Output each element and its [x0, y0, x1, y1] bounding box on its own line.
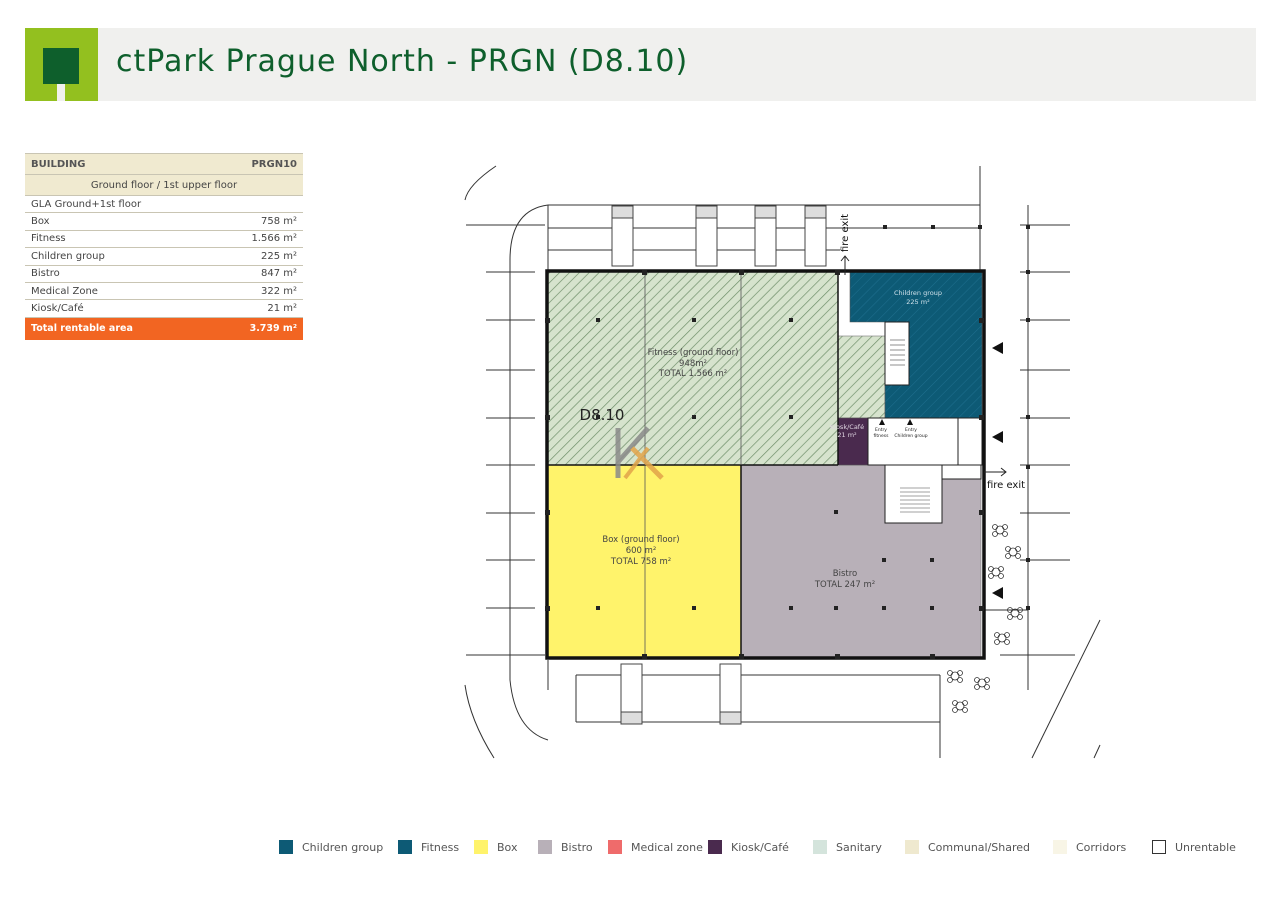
entry-fitness-label-1: Entry — [875, 427, 887, 433]
row-value: 847 m² — [260, 268, 297, 280]
legend-swatch — [708, 840, 722, 854]
legend-swatch — [538, 840, 552, 854]
legend-swatch — [279, 840, 293, 854]
legend-label: Unrentable — [1175, 840, 1236, 854]
row-value: 21 m² — [267, 303, 297, 315]
row-name: Bistro — [31, 268, 60, 280]
building-id-label: D8.10 — [580, 406, 625, 424]
table-header-row: BUILDING PRGN10 — [25, 153, 303, 175]
fitness-area — [547, 271, 839, 466]
entry-arrows — [879, 342, 1003, 599]
bistro-area — [740, 464, 982, 658]
legend-label: Kiosk/Café — [731, 840, 789, 854]
table-row: Medical Zone 322 m² — [25, 283, 303, 301]
legend-item-sanitary: Sanitary — [813, 840, 882, 854]
legend-swatch — [813, 840, 827, 854]
box-label-3: TOTAL 758 m² — [610, 557, 671, 567]
table-row: Kiosk/Café 21 m² — [25, 300, 303, 318]
legend-item-children-group: Children group — [279, 840, 383, 854]
entry-children-label-2: Children group — [894, 433, 927, 439]
loading-docks-top — [611, 205, 827, 267]
building-outline — [545, 269, 986, 660]
total-label: Total rentable area — [31, 323, 133, 335]
legend-swatch — [1053, 840, 1067, 854]
area-table: BUILDING PRGN10 Ground floor / 1st upper… — [25, 153, 303, 340]
kiosk-label-1: Kiosk/Café — [830, 423, 864, 431]
legend-swatch — [474, 840, 488, 854]
entry-fitness-label-2: fitness — [874, 433, 890, 439]
fire-exit-arrows — [840, 255, 1007, 477]
table-row: Fitness 1.566 m² — [25, 231, 303, 249]
children-label-1: Children group — [894, 289, 942, 297]
row-name: Kiosk/Café — [31, 303, 84, 315]
row-name: Children group — [31, 250, 105, 262]
gla-row: GLA Ground+1st floor — [25, 196, 303, 214]
row-name: Box — [31, 216, 50, 228]
building-code: PRGN10 — [251, 158, 297, 170]
bistro-label-2: TOTAL 247 m² — [814, 580, 875, 590]
children-label-2: 225 m² — [906, 298, 930, 306]
page-title: ctPark Prague North - PRGN (D8.10) — [116, 44, 689, 79]
row-value: 1.566 m² — [251, 233, 297, 245]
stairs-lines — [890, 339, 930, 513]
floor-row: Ground floor / 1st upper floor — [25, 175, 303, 196]
bistro-label-1: Bistro — [833, 569, 857, 579]
table-row: Box 758 m² — [25, 213, 303, 231]
fire-exit-label-right: fire exit — [987, 480, 1025, 491]
legend-swatch — [905, 840, 919, 854]
legend-label: Communal/Shared — [928, 840, 1031, 854]
box-label-1: Box (ground floor) — [602, 535, 679, 545]
fitness-area-east — [837, 335, 886, 419]
kiosk-label-2: 21 m² — [837, 431, 857, 439]
legend-swatch — [398, 840, 412, 854]
ctp-logo — [25, 28, 98, 101]
legend-label: Children group — [302, 840, 384, 854]
fire-exit-label-top: fire exit — [840, 214, 851, 252]
stair-core — [867, 321, 983, 524]
gla-label: GLA Ground+1st floor — [31, 198, 142, 210]
total-row: Total rentable area 3.739 m² — [25, 317, 303, 340]
legend-label: Medical zone — [631, 840, 703, 854]
floor-plan: D8.10 Fitness (ground floor) 948m² TOTAL… — [464, 165, 1101, 759]
row-value: 758 m² — [260, 216, 297, 228]
entry-children-label-1: Entry — [905, 427, 917, 433]
row-value: 322 m² — [260, 285, 297, 297]
loading-docks-bottom — [620, 663, 742, 725]
fitness-label-2: 948m² — [679, 359, 707, 369]
row-value: 225 m² — [260, 250, 297, 262]
row-name: Medical Zone — [31, 285, 98, 297]
table-row: Bistro 847 m² — [25, 266, 303, 283]
table-row: Children group 225 m² — [25, 248, 303, 266]
legend-item-bistro: Bistro — [538, 840, 593, 854]
row-name: Fitness — [31, 233, 66, 245]
legend-item-medical-zone: Medical zone — [608, 840, 703, 854]
floor-label: Ground floor / 1st upper floor — [90, 179, 238, 191]
legend-swatch — [1152, 840, 1166, 854]
building-label: BUILDING — [31, 158, 86, 170]
watermark-logo — [615, 426, 664, 480]
fitness-label-3: TOTAL 1.566 m² — [658, 369, 727, 379]
legend-label: Corridors — [1076, 840, 1127, 854]
legend-item-kiosk-cafe: Kiosk/Café — [708, 840, 789, 854]
legend-item-fitness: Fitness — [398, 840, 459, 854]
legend-swatch — [608, 840, 622, 854]
box-area — [547, 464, 742, 658]
legend-label: Bistro — [561, 840, 593, 854]
columns — [545, 225, 1030, 659]
legend-item-corridors: Corridors — [1053, 840, 1126, 854]
legend-label: Box — [497, 840, 518, 854]
page-header: ctPark Prague North - PRGN (D8.10) — [25, 28, 1256, 101]
legend-item-unrentable: Unrentable — [1152, 840, 1236, 854]
legend-label: Fitness — [421, 840, 460, 854]
legend-item-box: Box — [474, 840, 517, 854]
legend-item-communal-shared: Communal/Shared — [905, 840, 1030, 854]
legend-label: Sanitary — [836, 840, 882, 854]
box-label-2: 600 m² — [626, 546, 657, 556]
fitness-label-1: Fitness (ground floor) — [648, 348, 739, 358]
trees — [947, 524, 1023, 713]
total-value: 3.739 m² — [249, 323, 297, 335]
